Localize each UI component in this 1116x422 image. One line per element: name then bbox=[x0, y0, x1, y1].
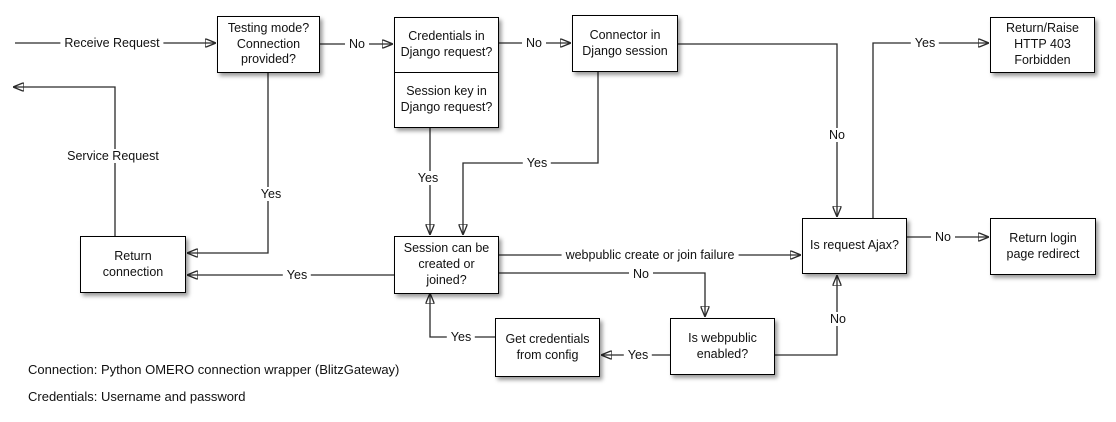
edge-label-webpublic-yes: Yes bbox=[623, 348, 653, 362]
edge-label-testing-yes: Yes bbox=[256, 187, 286, 201]
edge-label-connector-no: No bbox=[825, 128, 849, 142]
edge-label-get-credentials-yes: Yes bbox=[446, 330, 476, 344]
node-session-key-label: Session key in Django request? bbox=[400, 84, 493, 114]
footnote-credentials: Credentials: Username and password bbox=[28, 389, 246, 404]
node-is-request-ajax-label: Is request Ajax? bbox=[810, 238, 899, 253]
node-get-credentials-label: Get credentials from config bbox=[505, 331, 590, 362]
node-return-connection: Return connection bbox=[80, 236, 186, 293]
edge-connector-no bbox=[678, 43, 837, 216]
node-credentials-group: Credentials in Django request? Session k… bbox=[394, 17, 499, 128]
node-connector: Connector in Django session bbox=[572, 15, 678, 72]
node-http-403-label: Return/Raise HTTP 403 Forbidden bbox=[1006, 21, 1079, 67]
edge-webpublic-no bbox=[775, 276, 837, 356]
edge-label-session-yes: Yes bbox=[282, 268, 312, 282]
edge-label-webpublic-no: No bbox=[826, 312, 850, 326]
edge-label-credentials-no: No bbox=[522, 36, 546, 50]
node-testing-mode-label: Testing mode? Connection provided? bbox=[227, 20, 310, 67]
node-connector-label: Connector in Django session bbox=[582, 27, 668, 58]
node-is-request-ajax: Is request Ajax? bbox=[802, 218, 907, 274]
edge-label-ajax-yes: Yes bbox=[910, 36, 940, 50]
edge-label-service-request: Service Request bbox=[63, 149, 163, 163]
edge-label-session-no: No bbox=[629, 267, 653, 281]
node-login-redirect: Return login page redirect bbox=[990, 218, 1096, 275]
node-http-403: Return/Raise HTTP 403 Forbidden bbox=[990, 17, 1095, 73]
node-webpublic-enabled-label: Is webpublic enabled? bbox=[688, 330, 757, 361]
edge-testing-yes bbox=[188, 73, 269, 253]
node-session-create-join-label: Session can be created or joined? bbox=[403, 241, 490, 287]
node-session-create-join: Session can be created or joined? bbox=[394, 236, 499, 294]
edge-label-ajax-no: No bbox=[931, 230, 955, 244]
node-login-redirect-label: Return login page redirect bbox=[1006, 230, 1080, 261]
node-credentials-label: Credentials in Django request? bbox=[400, 29, 493, 59]
edge-label-credentials-yes: Yes bbox=[413, 171, 443, 185]
edge-label-webpublic-failure: webpublic create or join failure bbox=[561, 248, 739, 262]
edge-session-no bbox=[499, 272, 705, 316]
footnote-connection: Connection: Python OMERO connection wrap… bbox=[28, 362, 400, 377]
node-session-key: Session key in Django request? bbox=[395, 73, 498, 127]
edge-label-testing-no: No bbox=[345, 37, 369, 51]
node-webpublic-enabled: Is webpublic enabled? bbox=[670, 318, 775, 375]
node-return-connection-label: Return connection bbox=[102, 248, 164, 279]
edge-label-connector-yes: Yes bbox=[522, 156, 552, 170]
edge-label-receive-request: Receive Request bbox=[60, 36, 164, 50]
edge-service-request bbox=[14, 87, 116, 236]
node-testing-mode: Testing mode? Connection provided? bbox=[217, 16, 320, 73]
node-credentials: Credentials in Django request? bbox=[395, 18, 498, 73]
node-get-credentials: Get credentials from config bbox=[495, 318, 600, 377]
edge-ajax-yes bbox=[872, 43, 988, 218]
